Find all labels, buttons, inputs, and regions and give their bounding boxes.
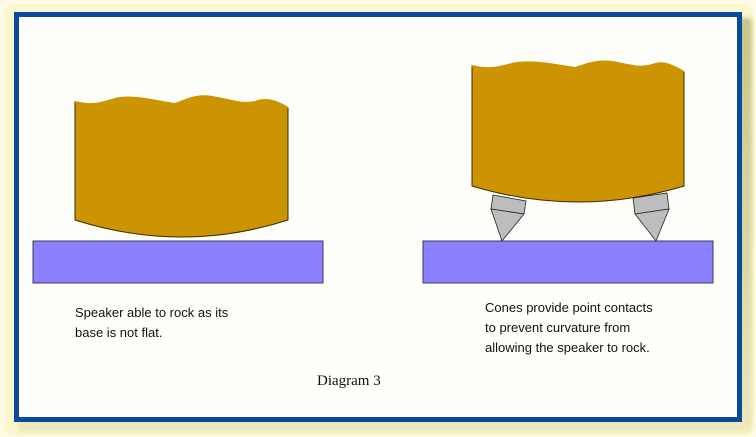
diagram-title: Diagram 3 [317,373,381,389]
left-cone [490,194,527,242]
left-caption-line: base is not flat. [75,325,163,340]
right-caption-line: Cones provide point contacts [485,300,653,315]
right-caption-line: to prevent curvature from [485,320,631,335]
right-speaker-body [471,61,685,203]
left-caption-line: Speaker able to rock as its [75,305,229,320]
right-caption-line: allowing the speaker to rock. [485,340,650,355]
right-caption: Cones provide point contacts to prevent … [485,298,735,358]
left-base-plate [32,240,324,284]
left-caption: Speaker able to rock as its base is not … [75,303,315,343]
right-cone [632,192,670,242]
right-base-plate [422,240,714,284]
left-speaker-body [74,95,289,238]
